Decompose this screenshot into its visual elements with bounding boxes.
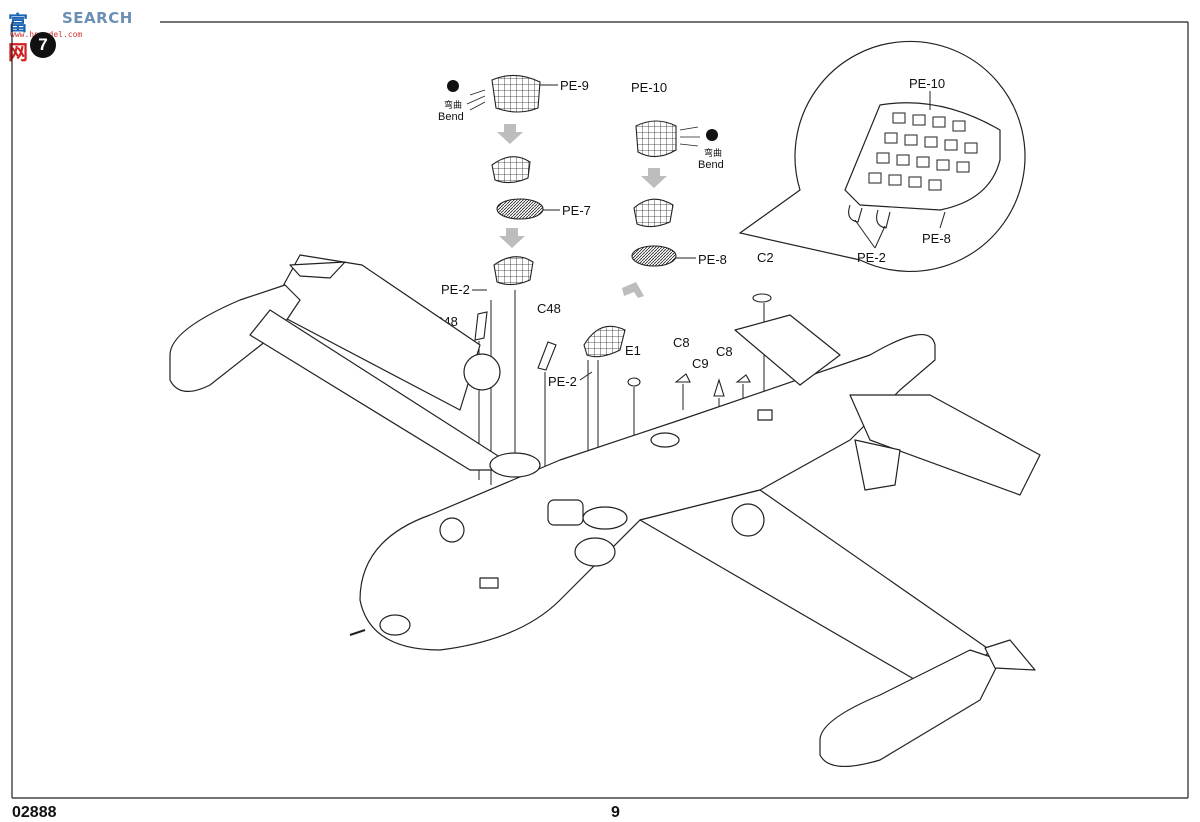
bend-en-right: Bend bbox=[698, 159, 724, 171]
label-pe2-mid: PE-2 bbox=[548, 374, 577, 389]
watermark-logo: 富网 bbox=[8, 7, 28, 65]
fuselage bbox=[359, 334, 936, 651]
arrow-down-left-1 bbox=[497, 124, 523, 144]
aircraft-drawing bbox=[169, 254, 1041, 768]
bend-en-left: Bend bbox=[438, 111, 464, 123]
hatch-top bbox=[650, 432, 680, 448]
watermark-logo-char-1: 富 bbox=[8, 11, 28, 35]
arrow-diagonal-mid bbox=[622, 282, 644, 298]
label-pe8: PE-8 bbox=[698, 252, 727, 267]
part-c48-left bbox=[474, 311, 488, 341]
bend-zh-right: 弯曲 bbox=[704, 147, 722, 159]
vent-grille-rear bbox=[757, 409, 773, 421]
cockpit-opening-left bbox=[489, 452, 541, 478]
page-number: 9 bbox=[611, 804, 620, 821]
product-code: 02888 bbox=[12, 804, 57, 821]
part-pe9-bent bbox=[491, 156, 531, 184]
watermark-logo-char-2: 网 bbox=[8, 40, 28, 64]
nose-wheel bbox=[439, 517, 465, 543]
part-pe10 bbox=[635, 120, 677, 158]
leader-detail-pe8 bbox=[939, 211, 946, 229]
left-tip-tank bbox=[169, 284, 301, 392]
left-subassembly: 弯曲 Bend PE-9 PE-7 PE-2 C48 bbox=[434, 74, 591, 485]
part-c8-b bbox=[735, 374, 751, 383]
left-wing-trailing bbox=[249, 309, 521, 471]
bend-arrows-right bbox=[679, 126, 700, 147]
assembled-plate-left bbox=[493, 256, 534, 286]
label-pe7: PE-7 bbox=[562, 203, 591, 218]
label-pe10: PE-10 bbox=[631, 80, 667, 95]
label-pe9: PE-9 bbox=[560, 78, 589, 93]
cockpit-opening-right bbox=[582, 506, 628, 530]
step-number-badge: 7 bbox=[30, 32, 56, 58]
label-c2: C2 bbox=[757, 250, 774, 265]
label-c8-a: C8 bbox=[673, 335, 690, 350]
small-parts: E1 C8 C9 C8 C2 bbox=[625, 250, 774, 465]
part-pe7 bbox=[496, 198, 544, 220]
label-c8-b: C8 bbox=[716, 344, 733, 359]
tail-fin-left bbox=[734, 314, 841, 386]
bend-icon-left bbox=[447, 80, 459, 92]
cockpit-instrument-box bbox=[547, 499, 584, 526]
label-c9: C9 bbox=[692, 356, 709, 371]
part-c48-mid bbox=[537, 341, 557, 371]
ventral-fin bbox=[854, 439, 901, 491]
arrow-down-mid-1 bbox=[641, 168, 667, 188]
part-e1 bbox=[627, 377, 641, 387]
middle-subassembly: PE-10 弯曲 Bend PE-8 PE-2 C48 bbox=[537, 80, 727, 520]
arrow-down-left-2 bbox=[499, 228, 525, 248]
part-pe8 bbox=[631, 245, 677, 267]
part-c8-a bbox=[674, 373, 691, 383]
leader-detail-pe2-a bbox=[854, 219, 876, 249]
label-pe2-left: PE-2 bbox=[441, 282, 470, 297]
assembled-plate-mid bbox=[583, 325, 626, 358]
vent-grille-nose bbox=[479, 577, 499, 589]
detail-label-pe10: PE-10 bbox=[909, 76, 945, 91]
part-c9 bbox=[713, 378, 725, 397]
detail-label-pe8: PE-8 bbox=[922, 231, 951, 246]
label-c48-mid: C48 bbox=[537, 301, 561, 316]
part-pe9 bbox=[491, 74, 541, 113]
bend-zh-left: 弯曲 bbox=[444, 99, 462, 111]
leader-detail-pe2-b bbox=[874, 225, 886, 249]
left-main-wheel bbox=[463, 353, 501, 391]
horizontal-stabilizer bbox=[849, 394, 1041, 496]
part-c2 bbox=[752, 293, 772, 303]
nose-cone bbox=[379, 614, 411, 636]
right-tip-fin bbox=[984, 639, 1036, 671]
bend-icon-right bbox=[706, 129, 718, 141]
detail-label-pe2: PE-2 bbox=[857, 250, 886, 265]
left-wing-tip-fin bbox=[289, 261, 346, 279]
intake-right bbox=[574, 537, 616, 567]
bend-arrows-left bbox=[466, 89, 486, 111]
label-e1: E1 bbox=[625, 343, 641, 358]
watermark-text: SEARCH bbox=[62, 9, 133, 27]
pitot-probe bbox=[349, 629, 366, 636]
right-main-wheel bbox=[731, 503, 765, 537]
detail-callout: PE-10 PE-8 PE-2 bbox=[738, 40, 1026, 273]
part-pe10-bent bbox=[633, 198, 674, 228]
